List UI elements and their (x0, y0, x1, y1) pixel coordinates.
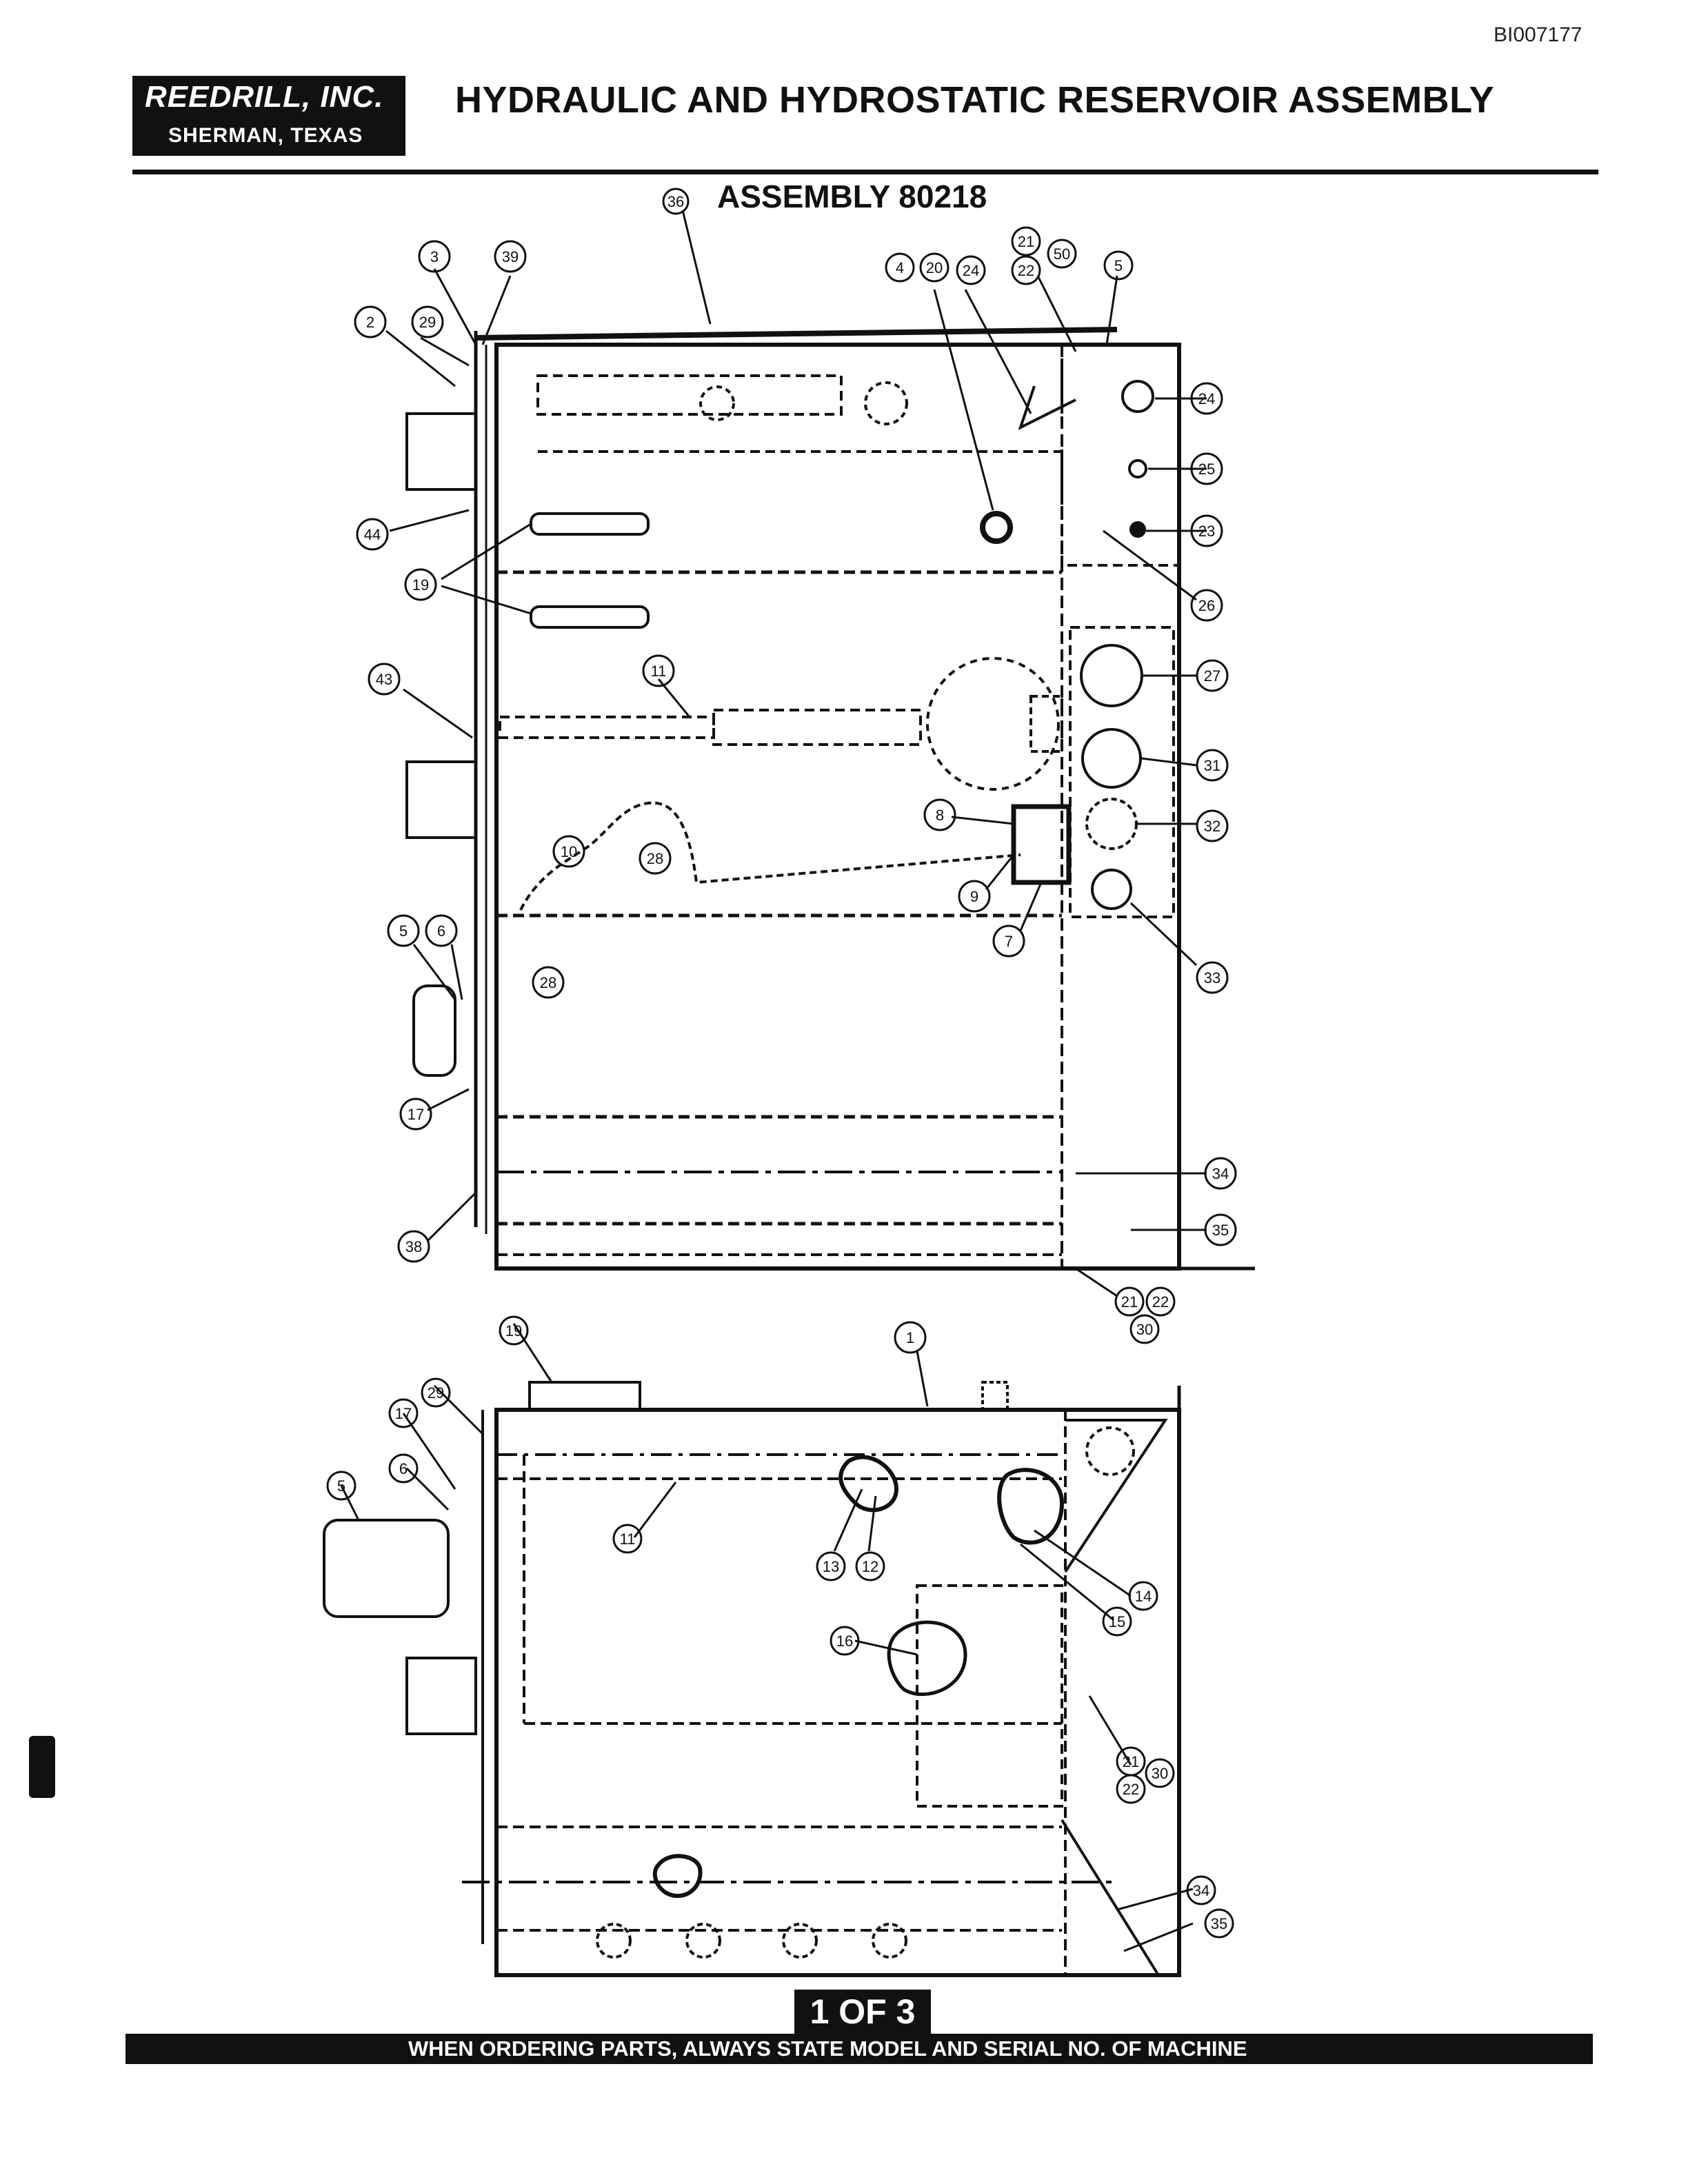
callout-number: 5 (337, 1477, 345, 1495)
callout-number: 28 (540, 974, 556, 991)
callout-number: 9 (970, 888, 978, 905)
assembly-title: ASSEMBLY 80218 (717, 179, 987, 214)
callout-number: 32 (1204, 818, 1220, 835)
company-location: SHERMAN, TEXAS (168, 124, 363, 147)
leader-lines (340, 210, 1207, 1952)
callout-number: 14 (1135, 1588, 1152, 1605)
callout-number: 29 (428, 1384, 444, 1402)
callout-number: 6 (399, 1460, 408, 1477)
callout-number: 13 (823, 1558, 839, 1575)
callout-number: 24 (963, 262, 979, 279)
section-tab (29, 1736, 55, 1798)
callout-number: 35 (1211, 1915, 1227, 1932)
callout-number: 8 (936, 807, 944, 824)
callout-number: 36 (667, 193, 684, 210)
callout-number: 33 (1204, 969, 1220, 987)
callout-number: 5 (399, 922, 408, 940)
document-id: BI007177 (1494, 23, 1582, 46)
callout-number: 25 (1198, 461, 1215, 478)
callout-number: 35 (1212, 1222, 1229, 1239)
ordering-note: WHEN ORDERING PARTS, ALWAYS STATE MODEL … (408, 2036, 1247, 2061)
callout-number: 15 (1109, 1613, 1125, 1630)
page-number: 1 OF 3 (794, 1990, 931, 2034)
callout-number: 28 (647, 850, 663, 867)
callout-number: 34 (1193, 1882, 1209, 1899)
title-rule (132, 170, 1598, 174)
callout-number: 21 (1121, 1293, 1138, 1311)
top-view (405, 327, 1255, 1271)
callout-number: 22 (1018, 262, 1034, 279)
callout-number: 1 (906, 1329, 914, 1346)
callout-number: 11 (620, 1530, 636, 1548)
callout-number: 17 (395, 1405, 412, 1422)
company-logo: REEDRILL, INC. SHERMAN, TEXAS (132, 76, 405, 156)
callout-number: 43 (376, 671, 392, 688)
callout-number: 23 (1198, 523, 1215, 540)
callout-number: 34 (1212, 1165, 1229, 1182)
callout-number: 2 (366, 314, 374, 331)
callout-number: 10 (561, 843, 577, 860)
callout-number: 22 (1123, 1781, 1139, 1798)
callout-number: 29 (419, 314, 436, 331)
callout-number: 30 (1136, 1321, 1153, 1338)
callout-number: 21 (1123, 1753, 1139, 1770)
side-view (323, 1381, 1181, 1977)
callout-number: 17 (408, 1106, 424, 1123)
callout-number: 27 (1204, 667, 1220, 685)
callout-number: 19 (412, 576, 429, 594)
callout-number: 3 (430, 248, 439, 265)
callout-number: 20 (926, 259, 943, 276)
callout-number: 16 (836, 1632, 853, 1650)
callout-number: 31 (1204, 757, 1220, 774)
callout-number: 26 (1198, 597, 1215, 614)
callout-number: 5 (1114, 257, 1123, 274)
callout-number: 19 (505, 1322, 522, 1339)
callout-number: 50 (1054, 245, 1070, 263)
callout-number: 22 (1152, 1293, 1169, 1311)
callout-number: 30 (1152, 1765, 1168, 1782)
callout-number: 6 (437, 922, 445, 940)
callout-number: 7 (1005, 933, 1013, 950)
callout-number: 39 (502, 248, 519, 265)
callout-number: 24 (1198, 390, 1215, 407)
callout-number: 4 (896, 259, 904, 276)
callout-number: 21 (1018, 233, 1034, 250)
page-title: HYDRAULIC AND HYDROSTATIC RESERVOIR ASSE… (455, 79, 1495, 121)
callout-number: 11 (651, 663, 667, 680)
footer-bar: WHEN ORDERING PARTS, ALWAYS STATE MODEL … (125, 2034, 1593, 2064)
callout-number: 44 (364, 526, 381, 543)
callout-number: 12 (862, 1558, 878, 1575)
company-name: REEDRILL, INC. (145, 80, 384, 114)
callout-number: 38 (405, 1238, 422, 1255)
